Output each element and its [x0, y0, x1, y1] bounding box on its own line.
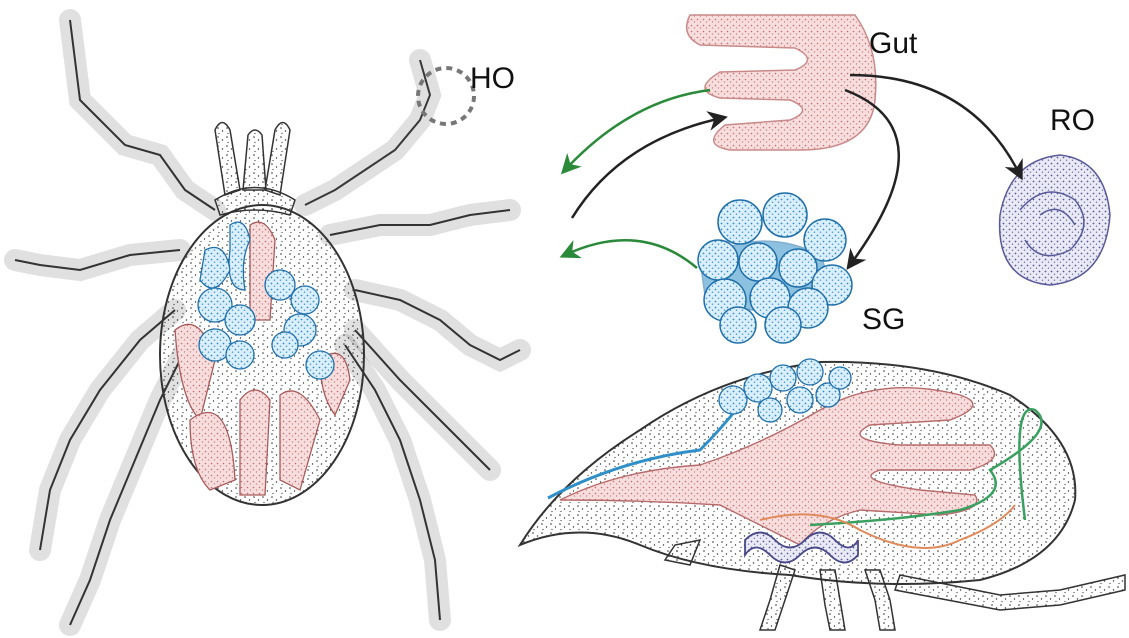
- arrow-sg-out: [565, 240, 697, 268]
- ro-label: RO: [1050, 106, 1095, 136]
- organ-schematic: [565, 15, 1110, 343]
- sg-label: SG: [862, 305, 905, 335]
- tick-capitulum: [215, 123, 295, 216]
- arrow-gut-out: [565, 90, 710, 170]
- arrow-to-gut: [572, 118, 722, 218]
- gut-label: Gut: [869, 29, 917, 59]
- tick-lateral-view: [520, 359, 1125, 630]
- tick-dorsal-view: [15, 20, 520, 625]
- salivary-gland: [698, 193, 852, 343]
- ho-label: HO: [470, 64, 515, 94]
- gut-organ: [687, 15, 876, 150]
- flow-arrows: [565, 75, 1020, 268]
- rectal-organ: [1000, 155, 1110, 285]
